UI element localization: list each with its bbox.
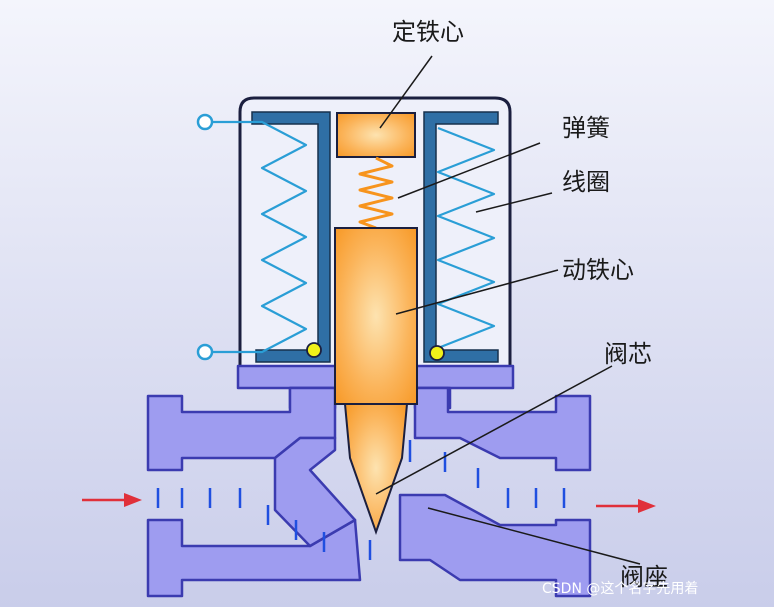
pivot-right bbox=[429, 345, 445, 361]
label-fixed-core: 定铁心 bbox=[392, 18, 464, 46]
valve-body bbox=[146, 364, 592, 598]
moving-core bbox=[334, 227, 418, 405]
label-coil: 线圈 bbox=[562, 168, 610, 196]
magnetic-yoke bbox=[251, 111, 499, 363]
valve-needle bbox=[343, 403, 409, 536]
label-spring: 弹簧 bbox=[562, 114, 610, 142]
pivot-left bbox=[306, 342, 322, 358]
outlet-arrow bbox=[596, 499, 656, 513]
coil-terminal-bottom bbox=[196, 343, 214, 361]
fixed-core bbox=[336, 112, 416, 158]
inlet-arrow bbox=[82, 493, 142, 507]
label-valve-port: 阀座 bbox=[620, 563, 668, 591]
watermark: CSDN @这个名字先用着 bbox=[542, 580, 698, 597]
label-moving-core: 动铁心 bbox=[562, 256, 634, 284]
coil-terminal-top bbox=[196, 113, 214, 131]
spring bbox=[358, 156, 394, 230]
flow-dashes bbox=[156, 440, 566, 560]
label-valve-core: 阀芯 bbox=[604, 340, 652, 368]
leader-lines bbox=[375, 55, 641, 565]
coil-windings bbox=[205, 120, 496, 354]
